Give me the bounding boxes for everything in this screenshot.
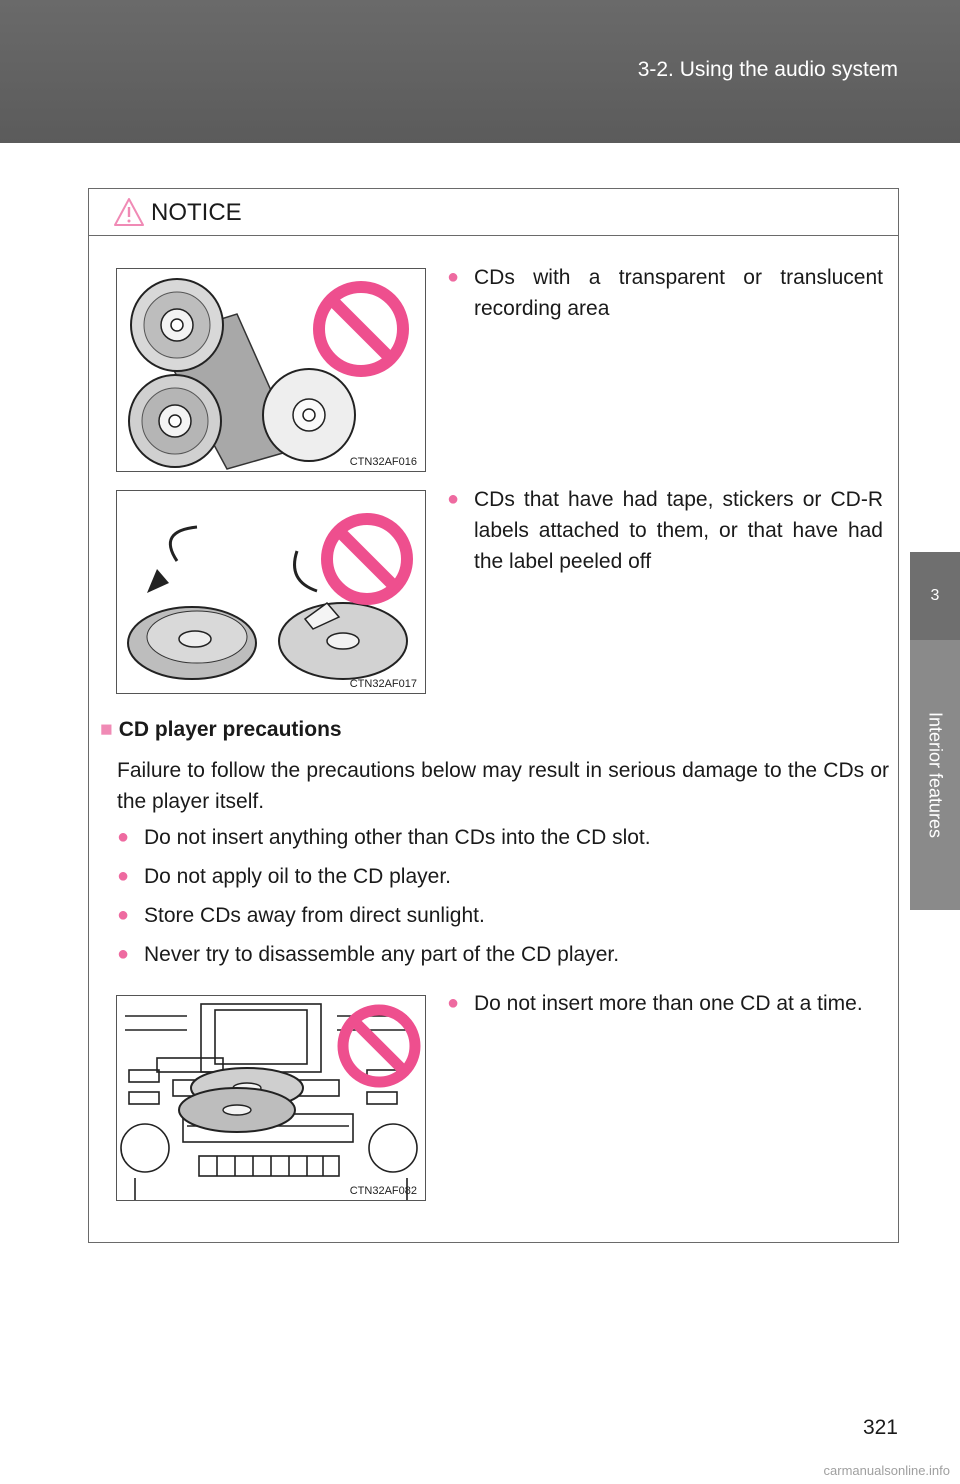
warning-triangle-icon	[114, 198, 144, 226]
page-number: 321	[862, 1416, 898, 1439]
bullet-icon: ●	[447, 266, 460, 288]
peeled-cd-icon	[127, 606, 257, 680]
watermark[interactable]: carmanualsonline.info	[823, 1463, 950, 1478]
precaution-item: ● Do not apply oil to the CD player.	[117, 861, 889, 892]
chapter-label-tab[interactable]: Interior features	[910, 640, 960, 910]
cd-disc-icon	[178, 1087, 296, 1133]
stickered-cd-icon	[278, 601, 408, 680]
figure-transparent-cds: CTN32AF016	[116, 268, 426, 472]
precaution-item: ● Store CDs away from direct sunlight.	[117, 900, 889, 931]
chapter-number-tab[interactable]: 3	[910, 552, 960, 640]
notice-item-transparent: ● CDs with a transparent or translucent …	[447, 262, 883, 324]
notice-item-labeled: ● CDs that have had tape, stickers or CD…	[447, 484, 883, 577]
bullet-icon: ●	[117, 826, 130, 848]
prohibition-sign-icon	[313, 281, 409, 377]
notice-box: NOTICE	[88, 188, 899, 1243]
precaution-item: ● Never try to disassemble any part of t…	[117, 939, 889, 970]
bullet-icon: ●	[447, 992, 460, 1014]
bullet-icon: ●	[117, 904, 130, 926]
figure-code: CTN32AF016	[349, 456, 417, 468]
section-heading: ■CD player precautions	[100, 718, 342, 741]
transparent-cd-icon	[262, 368, 356, 462]
notice-title: NOTICE	[151, 199, 242, 226]
prohibition-sign-icon	[337, 1004, 421, 1088]
page-header: 3-2. Using the audio system	[0, 0, 960, 143]
precaution-item: ● Do not insert anything other than CDs …	[117, 822, 889, 853]
bullet-icon: ●	[447, 488, 460, 510]
square-bullet-icon: ■	[100, 718, 113, 741]
section-title: 3-2. Using the audio system	[637, 58, 898, 81]
figure-labeled-cds: CTN32AF017	[116, 490, 426, 694]
section-intro: Failure to follow the precautions below …	[117, 759, 889, 813]
bullet-icon: ●	[117, 943, 130, 965]
prohibition-sign-icon	[321, 513, 413, 605]
cd-disc-icon	[128, 374, 222, 468]
notice-header: NOTICE	[89, 189, 898, 236]
bullet-icon: ●	[117, 865, 130, 887]
notice-item-multiple: ● Do not insert more than one CD at a ti…	[447, 988, 883, 1019]
figure-code: CTN32AF082	[349, 1185, 417, 1197]
chapter-label: Interior features	[925, 711, 946, 839]
cd-disc-icon	[130, 278, 224, 372]
figure-code: CTN32AF017	[349, 678, 417, 690]
figure-multiple-cds: CTN32AF082	[116, 995, 426, 1201]
